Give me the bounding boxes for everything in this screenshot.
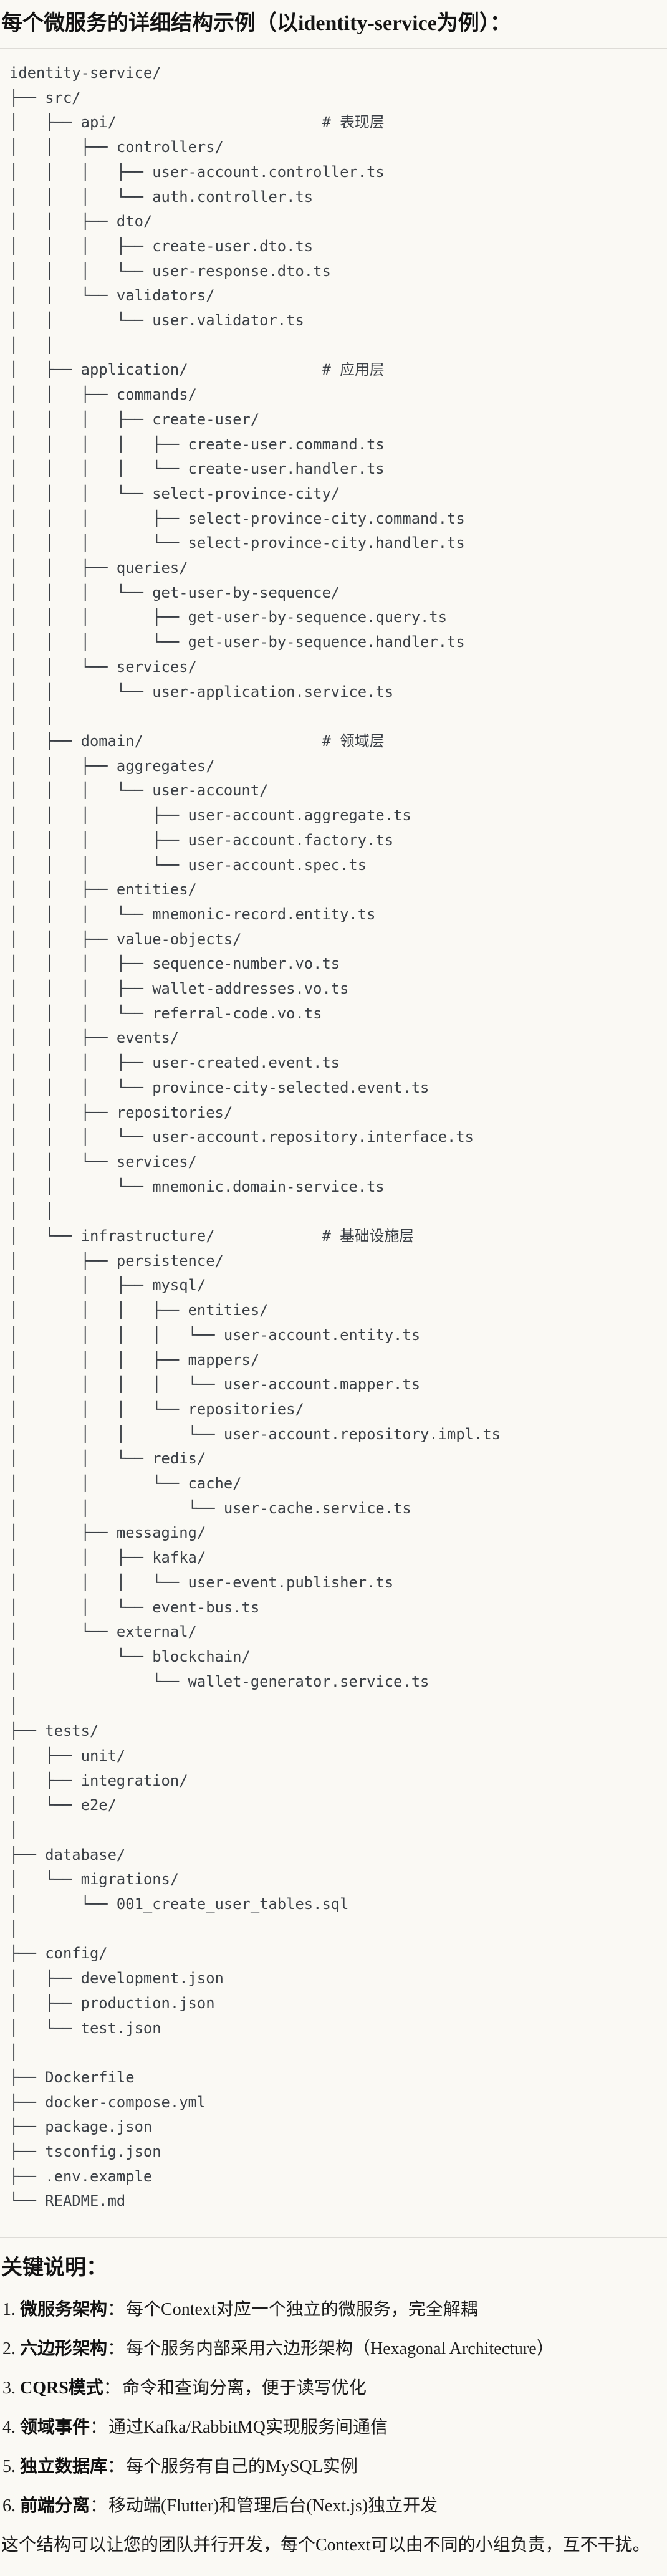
directory-tree: identity-service/ ├── src/ │ ├── api/ # … [9, 64, 501, 2210]
note-text: 通过Kafka/RabbitMQ实现服务间通信 [108, 2418, 388, 2438]
note-colon: ： [103, 2378, 121, 2398]
page-title: 每个微服务的详细结构示例（以identity-service为例）： [1, 12, 511, 35]
note-item: 6.前端分离：移动端(Flutter)和管理后台(Next.js)独立开发 [2, 2495, 667, 2517]
note-item: 1.微服务架构：每个Context对应一个独立的微服务，完全解耦 [2, 2299, 667, 2321]
note-colon: ： [107, 2300, 125, 2320]
note-label: 领域事件 [20, 2418, 90, 2438]
note-text: 每个服务有自己的MySQL实例 [126, 2457, 358, 2477]
note-item: 2.六边形架构：每个服务内部采用六边形架构（Hexagonal Architec… [2, 2338, 667, 2360]
note-number: 3. [2, 2378, 16, 2398]
note-text: 每个Context对应一个独立的微服务，完全解耦 [126, 2300, 478, 2320]
note-item: 4.领域事件：通过Kafka/RabbitMQ实现服务间通信 [2, 2416, 667, 2439]
note-text: 移动端(Flutter)和管理后台(Next.js)独立开发 [108, 2496, 438, 2516]
note-colon: ： [90, 2496, 108, 2516]
note-number: 1. [2, 2300, 16, 2320]
note-item: 5.独立数据库：每个服务有自己的MySQL实例 [2, 2456, 667, 2478]
note-number: 4. [2, 2418, 16, 2438]
note-number: 5. [2, 2457, 16, 2477]
note-colon: ： [107, 2339, 125, 2359]
note-item: 3.CQRS模式：命令和查询分离，便于读写优化 [2, 2377, 667, 2400]
note-label: 六边形架构 [20, 2339, 108, 2359]
note-colon: ： [107, 2457, 125, 2477]
notes-heading: 关键说明： [1, 2256, 107, 2280]
code-block: identity-service/ ├── src/ │ ├── api/ # … [0, 48, 667, 2238]
note-label: 前端分离 [20, 2496, 90, 2516]
note-label: 独立数据库 [20, 2457, 108, 2477]
note-colon: ： [90, 2418, 108, 2438]
note-number: 6. [2, 2496, 16, 2516]
note-text: 每个服务内部采用六边形架构（Hexagonal Architecture） [126, 2339, 554, 2359]
summary-paragraph: 这个结构可以让您的团队并行开发，每个Context可以由不同的小组负责，互不干扰… [1, 2535, 650, 2555]
note-label: 微服务架构 [20, 2300, 108, 2320]
note-label: CQRS模式 [20, 2378, 103, 2398]
note-text: 命令和查询分离，便于读写优化 [122, 2378, 367, 2398]
note-number: 2. [2, 2339, 16, 2359]
notes-list: 1.微服务架构：每个Context对应一个独立的微服务，完全解耦 2.六边形架构… [0, 2299, 667, 2517]
